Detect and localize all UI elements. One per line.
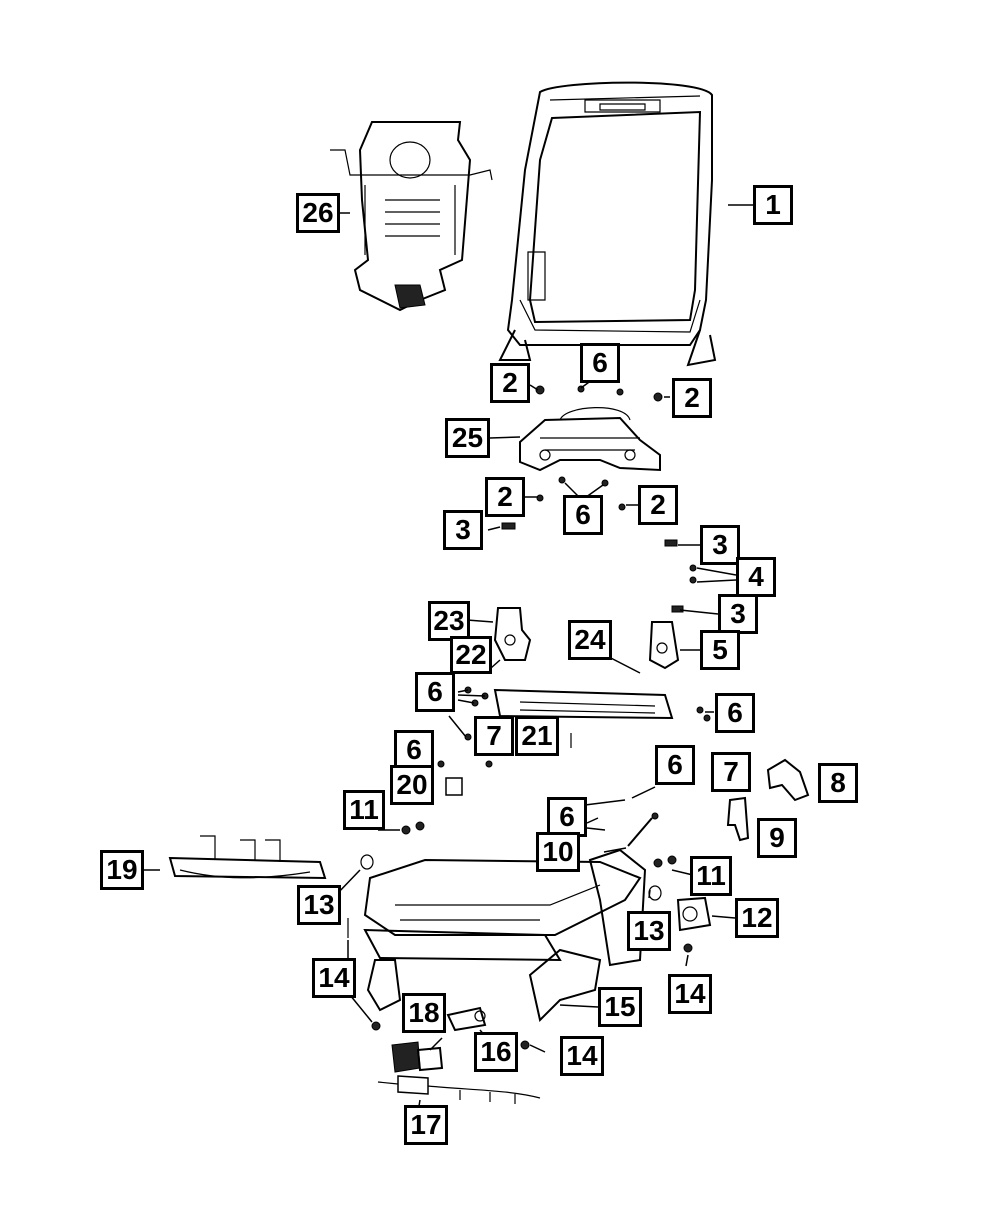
- lower-hardware: [347, 821, 693, 1050]
- leader-lines: [140, 204, 753, 1113]
- callout-14: 14: [668, 974, 712, 1014]
- callout-3: 3: [718, 594, 758, 634]
- left-bracket: [493, 607, 532, 661]
- callout-18: 18: [402, 993, 446, 1033]
- callout-6: 6: [547, 797, 587, 837]
- callout-25: 25: [445, 418, 490, 458]
- callout-26: 26: [296, 193, 340, 233]
- callout-6: 6: [563, 495, 603, 535]
- callout-6: 6: [580, 343, 620, 383]
- callout-17: 17: [404, 1105, 448, 1145]
- callout-5: 5: [700, 630, 740, 670]
- cable-17: [377, 1075, 541, 1104]
- callout-11: 11: [690, 856, 732, 896]
- callout-10: 10: [536, 832, 580, 872]
- callout-6: 6: [394, 730, 434, 770]
- fasteners-row-1: [535, 385, 663, 402]
- callout-2: 2: [638, 485, 678, 525]
- callout-1: 1: [753, 185, 793, 225]
- right-bracket: [648, 621, 680, 670]
- seat-back-frame: [498, 81, 717, 367]
- callout-15: 15: [598, 987, 642, 1027]
- motor-12: [676, 896, 712, 932]
- callout-9: 9: [757, 818, 797, 858]
- seat-cushion-frame: [363, 848, 647, 1022]
- callout-7: 7: [711, 752, 751, 792]
- callout-12: 12: [735, 898, 779, 938]
- callout-8: 8: [818, 763, 858, 803]
- callout-20: 20: [390, 765, 434, 805]
- callout-7: 7: [474, 716, 514, 756]
- callout-6: 6: [415, 672, 455, 712]
- callout-4: 4: [736, 557, 776, 597]
- callout-13: 13: [627, 911, 671, 951]
- callout-14: 14: [560, 1036, 604, 1076]
- callout-11: 11: [343, 790, 385, 830]
- callout-13: 13: [297, 885, 341, 925]
- callout-19: 19: [100, 850, 144, 890]
- callout-3: 3: [443, 510, 483, 550]
- callout-3: 3: [700, 525, 740, 565]
- motor-16: [446, 1006, 487, 1032]
- callout-2: 2: [485, 477, 525, 517]
- small-hardware: [437, 686, 711, 796]
- callout-6: 6: [655, 745, 695, 785]
- harness-tray: [168, 835, 327, 880]
- callout-14: 14: [312, 958, 356, 998]
- callout-23: 23: [428, 601, 470, 641]
- callout-6: 6: [715, 693, 755, 733]
- fasteners-row-2: [501, 476, 697, 613]
- motor-18: [391, 1041, 444, 1073]
- spring-mat: [330, 121, 493, 312]
- link-bracket-8: [766, 758, 810, 802]
- rod-10: [627, 812, 659, 847]
- callout-2: 2: [672, 378, 712, 418]
- link-bracket-9: [726, 796, 750, 842]
- recliner-mechanism: [519, 407, 661, 472]
- callout-24: 24: [568, 620, 612, 660]
- cross-tube: [493, 688, 674, 720]
- callout-21: 21: [515, 716, 559, 756]
- callout-16: 16: [474, 1032, 518, 1072]
- callout-2: 2: [490, 363, 530, 403]
- callout-22: 22: [450, 636, 492, 674]
